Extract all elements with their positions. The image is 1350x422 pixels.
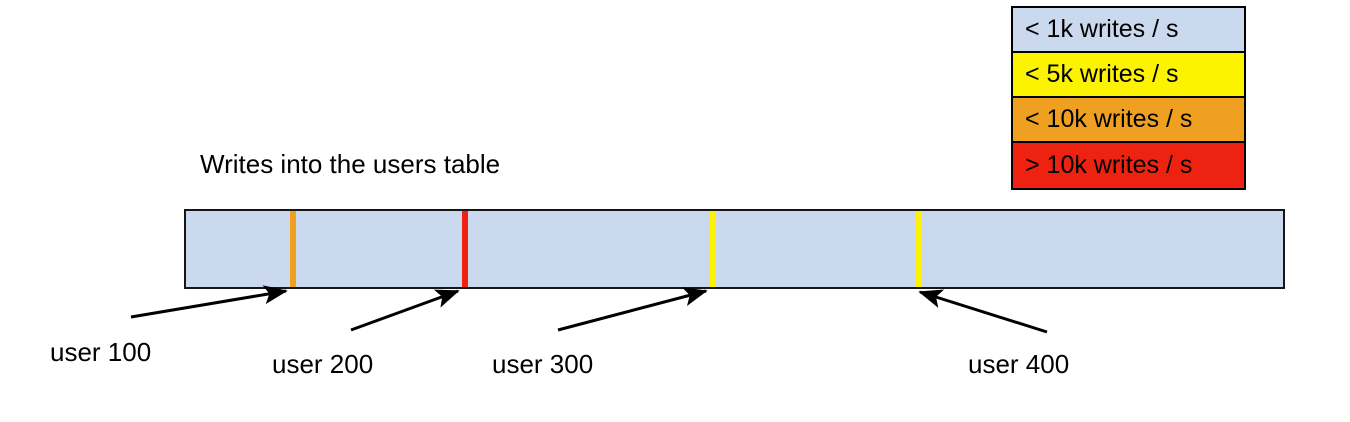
legend-row-under-10k: < 10k writes / s bbox=[1013, 98, 1244, 143]
chart-title: Writes into the users table bbox=[200, 149, 501, 179]
user-200-label: user 200 bbox=[272, 349, 374, 379]
user-300-arrow bbox=[557, 287, 708, 332]
user-100-label: user 100 bbox=[50, 337, 152, 367]
user-200-stripe bbox=[462, 211, 468, 287]
legend-label-over-10k: > 10k writes / s bbox=[1025, 151, 1193, 179]
legend-label-under-1k: < 1k writes / s bbox=[1025, 15, 1179, 43]
user-400-arrow bbox=[918, 289, 1048, 334]
legend-row-under-5k: < 5k writes / s bbox=[1013, 53, 1244, 98]
user-200-arrow bbox=[350, 289, 460, 332]
user-400-stripe bbox=[916, 211, 922, 287]
user-100-stripe bbox=[290, 211, 296, 287]
legend-row-under-1k: < 1k writes / s bbox=[1013, 8, 1244, 53]
write-rate-legend: < 1k writes / s < 5k writes / s < 10k wr… bbox=[1011, 6, 1246, 190]
user-300-label: user 300 bbox=[492, 349, 594, 379]
user-300-stripe bbox=[710, 211, 716, 287]
legend-label-under-10k: < 10k writes / s bbox=[1025, 105, 1193, 133]
user-100-arrow bbox=[130, 285, 288, 319]
user-400-label: user 400 bbox=[968, 349, 1070, 379]
legend-label-under-5k: < 5k writes / s bbox=[1025, 60, 1179, 88]
legend-row-over-10k: > 10k writes / s bbox=[1013, 143, 1244, 188]
users-table-bar bbox=[184, 209, 1285, 289]
